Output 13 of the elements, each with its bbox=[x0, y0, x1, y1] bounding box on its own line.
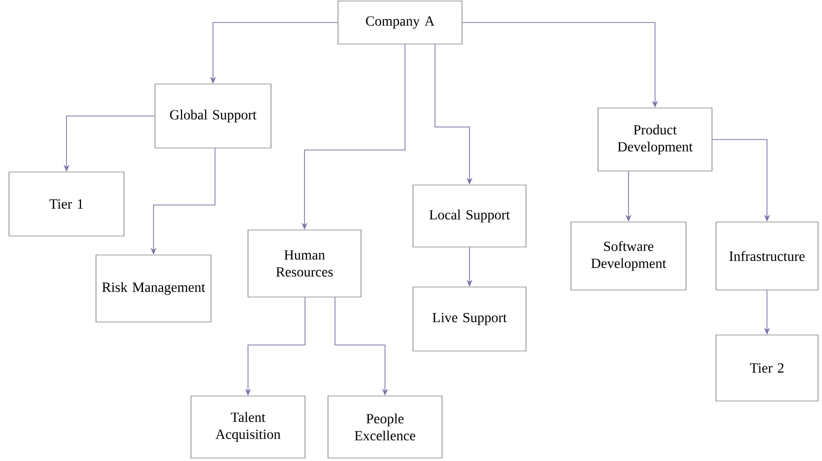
org-box: Infrastructure bbox=[716, 222, 818, 290]
org-box: Global Support bbox=[154, 84, 272, 148]
org-box: Local Support bbox=[412, 184, 526, 248]
org-box: Tier 1 bbox=[8, 172, 124, 236]
org-box: People Excellence bbox=[328, 396, 442, 458]
org-box: Human Resources bbox=[248, 230, 362, 298]
org-box: Talent Acquisition bbox=[190, 396, 306, 458]
org-box: Product Development bbox=[598, 108, 712, 172]
org-box: Live Support bbox=[412, 286, 526, 352]
org-box: Company A bbox=[338, 0, 462, 44]
org-box: Tier 2 bbox=[716, 334, 818, 402]
org-box: Risk Management bbox=[96, 254, 212, 322]
org-box: Software Development bbox=[570, 222, 686, 290]
